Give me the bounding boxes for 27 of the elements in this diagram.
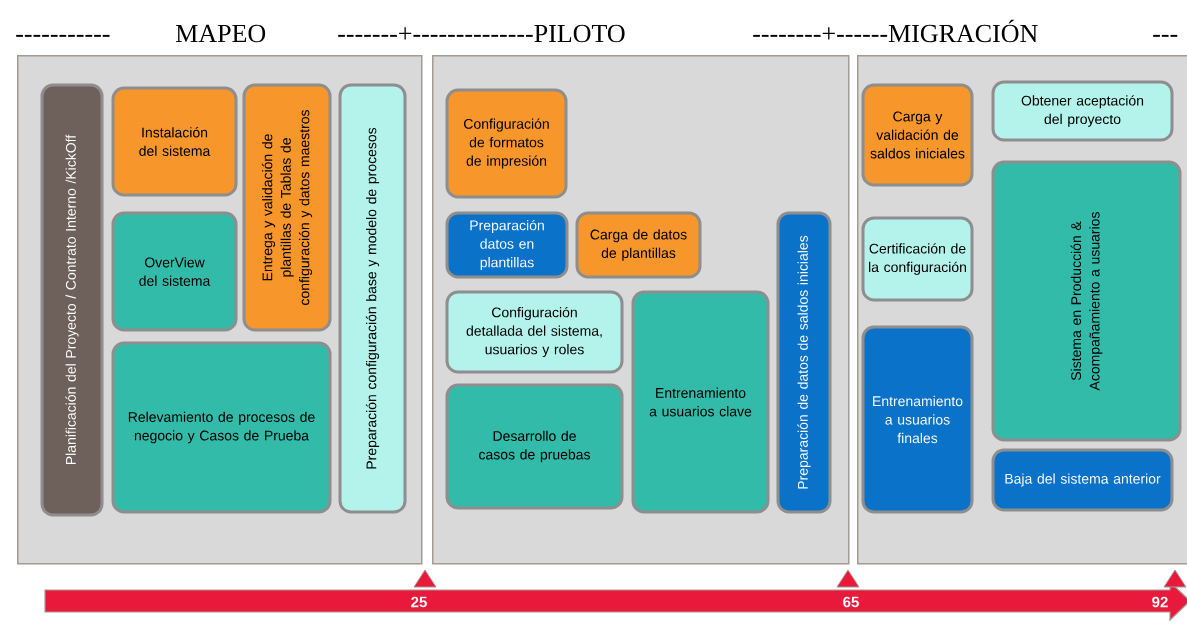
task-box: Obtener aceptación del proyecto xyxy=(991,80,1174,142)
milestone-number: 25 xyxy=(411,596,427,608)
task-box: Instalación del sistema xyxy=(111,86,238,197)
task-box: Carga y validación de saldos iniciales xyxy=(861,83,974,187)
task-box: Baja del sistema anterior xyxy=(991,448,1174,512)
task-box: Entrenamiento a usuarios clave xyxy=(631,290,770,514)
task-box: Certificación de la configuración xyxy=(861,216,974,302)
task-box: Relevamiento de procesos de negocio y Casos de Prueba xyxy=(111,341,332,514)
header-text: --- xyxy=(1153,34,1178,37)
header-text: --------+------MIGRACIÓN xyxy=(753,19,1038,43)
task-box: Entrenamiento a usuarios finales xyxy=(861,325,974,514)
task-box: Configuración detallada del sistema, usuarios y roles xyxy=(445,290,624,374)
task-box: Preparación de datos de saldos iniciales xyxy=(776,211,832,514)
task-box: Configuración de formatos de impresión xyxy=(445,88,568,199)
header-text: -------+--------------PILOTO xyxy=(338,24,625,43)
milestone-number: 65 xyxy=(843,596,859,608)
task-box: Desarrollo de casos de pruebas xyxy=(445,383,624,510)
task-box: Preparación datos en plantillas xyxy=(445,211,569,279)
task-box: Planificación del Proyecto / Contrato Interno /KickOff xyxy=(40,83,104,517)
task-box: OverView del sistema xyxy=(111,211,238,332)
task-box: Carga de datos de plantillas xyxy=(575,211,702,279)
header-text: ----------- xyxy=(16,34,110,37)
milestone-number: 92 xyxy=(1152,596,1168,608)
task-box: Entrega y validación de plantillas de Tablas de configuración y datos maestros xyxy=(242,83,332,332)
phase-heading: MAPEO xyxy=(175,24,266,43)
task-box: Preparación configuración base y modelo de procesos xyxy=(338,83,407,514)
task-box: Sistema en Producción & Acompañamiento a usuarios xyxy=(991,160,1182,442)
